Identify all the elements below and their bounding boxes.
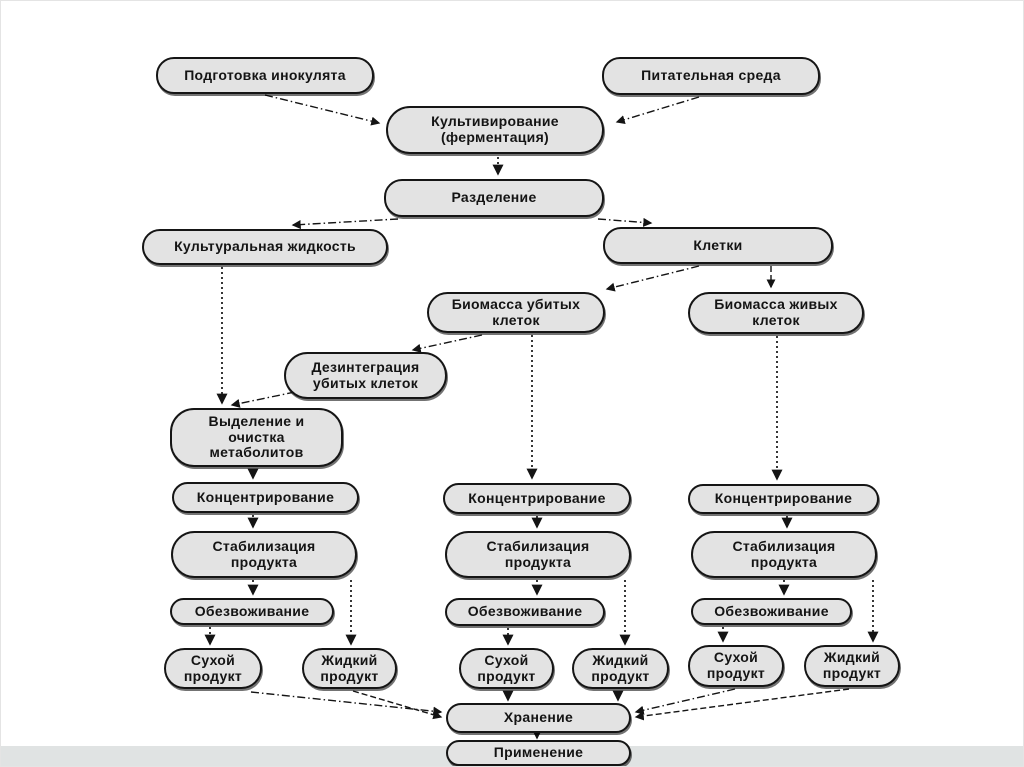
node-stabilization-2: Стабилизация продукта xyxy=(445,531,631,578)
node-dehydration-3: Обезвоживание xyxy=(691,598,852,625)
edge-liquid-product-1-storage xyxy=(352,690,443,720)
node-cultivation-fermentation: Культивирование (ферментация) xyxy=(386,106,604,154)
edge-disintegration-metabolite-isolation xyxy=(230,391,296,408)
edge-separation-cells xyxy=(597,217,653,227)
node-concentration-2: Концентрирование xyxy=(443,483,631,514)
node-living-cells-biomass: Биомасса живых клеток xyxy=(688,292,864,334)
node-metabolite-isolation: Выделение и очистка метаболитов xyxy=(170,408,343,467)
node-application: Применение xyxy=(446,740,631,766)
node-concentration-1: Концентрирование xyxy=(172,482,359,513)
edge-dry-product-1-storage xyxy=(250,691,443,716)
node-separation: Разделение xyxy=(384,179,604,217)
node-dehydration-1: Обезвоживание xyxy=(170,598,334,625)
node-disintegration: Дезинтеграция убитых клеток xyxy=(284,352,447,399)
node-stabilization-3: Стабилизация продукта xyxy=(691,531,877,578)
node-storage: Хранение xyxy=(446,703,631,733)
node-liquid-product-1: Жидкий продукт xyxy=(302,648,397,689)
edge-nutrient-medium-cultivation xyxy=(615,96,700,125)
edge-killed-biomass-disintegration xyxy=(411,334,483,353)
node-stabilization-1: Стабилизация продукта xyxy=(171,531,357,578)
edge-dry-product-3-storage xyxy=(634,688,736,715)
node-dry-product-3: Сухой продукт xyxy=(688,645,784,687)
edge-cells-killed-cells-biomass xyxy=(605,265,700,292)
node-liquid-product-2: Жидкий продукт xyxy=(572,648,669,689)
node-nutrient-medium: Питательная среда xyxy=(602,57,820,95)
node-dehydration-2: Обезвоживание xyxy=(445,598,605,626)
node-liquid-product-3: Жидкий продукт xyxy=(804,645,900,687)
node-killed-cells-biomass: Биомасса убитых клеток xyxy=(427,292,605,333)
node-cells: Клетки xyxy=(603,227,833,264)
node-dry-product-2: Сухой продукт xyxy=(459,648,554,689)
node-culture-liquid: Культуральная жидкость xyxy=(142,229,388,265)
edge-liquid-product-3-storage xyxy=(634,688,850,721)
node-dry-product-1: Сухой продукт xyxy=(164,648,262,689)
node-concentration-3: Концентрирование xyxy=(688,484,879,514)
node-inoculum-preparation: Подготовка инокулята xyxy=(156,57,374,94)
edge-separation-culture-liquid xyxy=(291,218,399,230)
edge-inoculum-preparation-cultivation xyxy=(264,94,381,126)
